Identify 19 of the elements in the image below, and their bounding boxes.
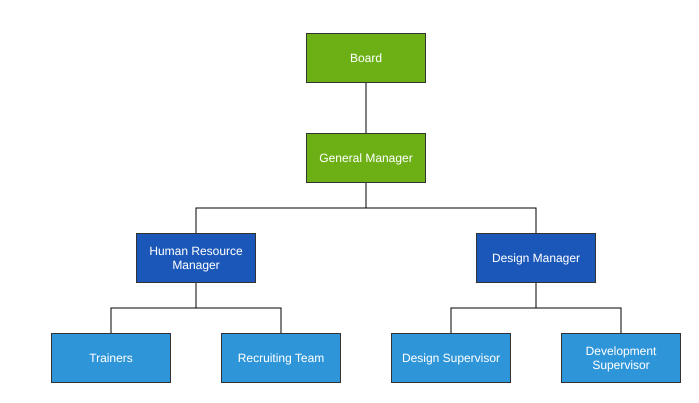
org-chart-box xyxy=(561,333,681,383)
org-chart-box xyxy=(476,233,596,283)
role-label: Recruiting Team xyxy=(238,351,324,365)
role-label: Human Resource Manager xyxy=(148,244,244,272)
role-label: Board xyxy=(350,51,382,65)
role-label: Trainers xyxy=(89,351,133,365)
connector-line xyxy=(536,282,622,334)
role-label: Design Supervisor xyxy=(402,351,500,365)
role-label: Development Supervisor xyxy=(584,344,658,372)
org-chart-box xyxy=(136,233,256,283)
connector-line xyxy=(366,182,536,234)
org-chart-box xyxy=(391,333,511,383)
role-label: General Manager xyxy=(319,151,413,165)
role-label: Design Manager xyxy=(492,251,580,265)
connector-line xyxy=(196,282,282,334)
org-chart-box xyxy=(221,333,341,383)
org-chart-box xyxy=(306,33,426,83)
org-chart-box xyxy=(51,333,171,383)
org-chart-box xyxy=(306,133,426,183)
